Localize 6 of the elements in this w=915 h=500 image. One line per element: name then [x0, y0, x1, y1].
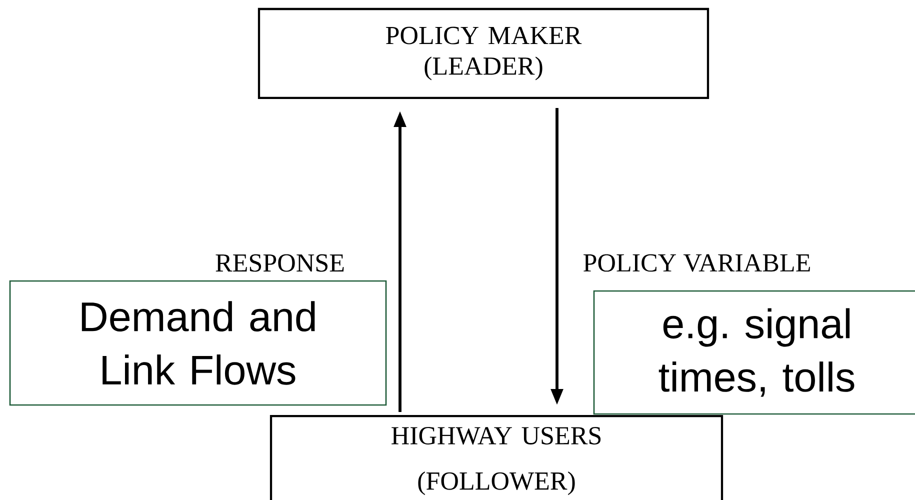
role-box: POLICY MAKER (LEADER) — [258, 8, 710, 100]
note-box: Demand and Link Flows — [9, 280, 387, 406]
note-box: e.g. signal times, tolls — [593, 290, 915, 415]
edge-label: POLICY VARIABLE — [581, 252, 813, 274]
role-box: HIGHWAY USERS (FOLLOWER) — [270, 415, 724, 500]
edge-label: RESPONSE — [214, 252, 346, 274]
